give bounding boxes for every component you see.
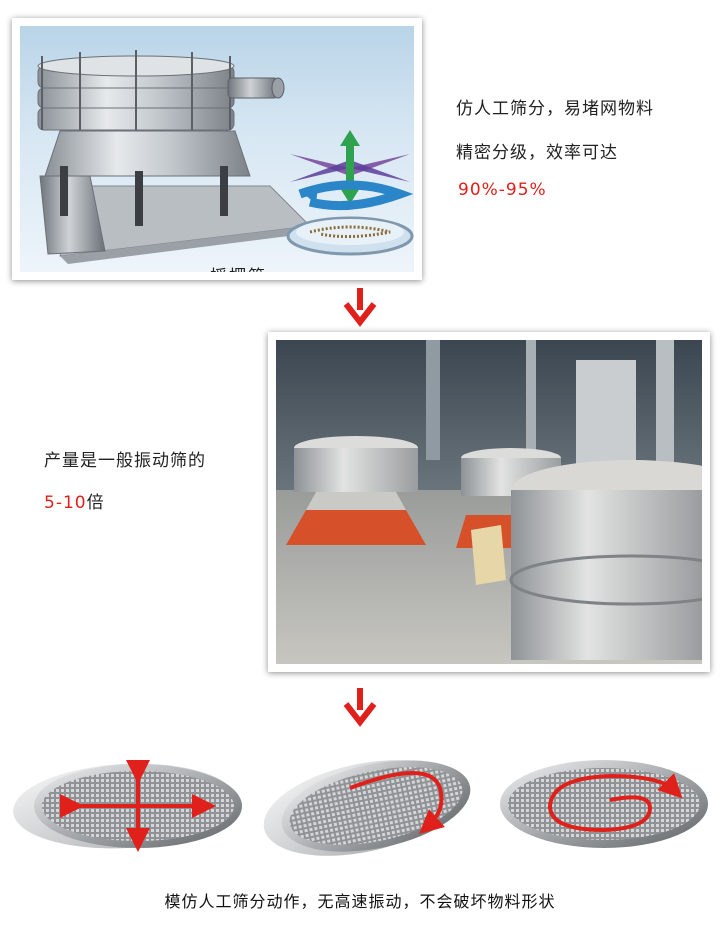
capacity-multiplier: 5-10倍 <box>44 488 105 513</box>
photo-caption: 摇摆筛 <box>210 262 267 272</box>
down-arrow-icon <box>343 688 377 727</box>
tumbler-screen-illustration <box>37 50 414 264</box>
motion-arrows-icon <box>290 130 414 211</box>
multiplier-value: 5-10 <box>44 493 87 513</box>
product-image-card: 摇摆筛 <box>12 18 422 280</box>
sieve-tilt-motion-icon <box>263 760 471 856</box>
tumbler-screen-image: 摇摆筛 <box>20 26 414 272</box>
factory-scene-illustration <box>276 340 702 664</box>
down-arrow-icon <box>343 288 377 327</box>
feature-line-2: 精密分级，效率可达 <box>456 143 618 163</box>
factory-photo-card <box>268 332 710 672</box>
capacity-line: 产量是一般振动筛的 <box>44 451 206 471</box>
factory-photo <box>276 340 702 664</box>
sieve-linear-motion-icon <box>13 760 242 852</box>
sieve-motion-diagrams <box>13 760 708 856</box>
feature-line-1: 仿人工筛分，易堵网物料 <box>456 99 654 119</box>
efficiency-highlight: 90%-95% <box>458 180 547 200</box>
footer-caption: 模仿人工筛分动作，无高速振动，不会破坏物料形状 <box>164 892 556 911</box>
sieve-dish-icon <box>286 216 414 256</box>
multiplier-unit: 倍 <box>86 493 105 513</box>
sieve-spiral-motion-icon <box>500 760 708 848</box>
